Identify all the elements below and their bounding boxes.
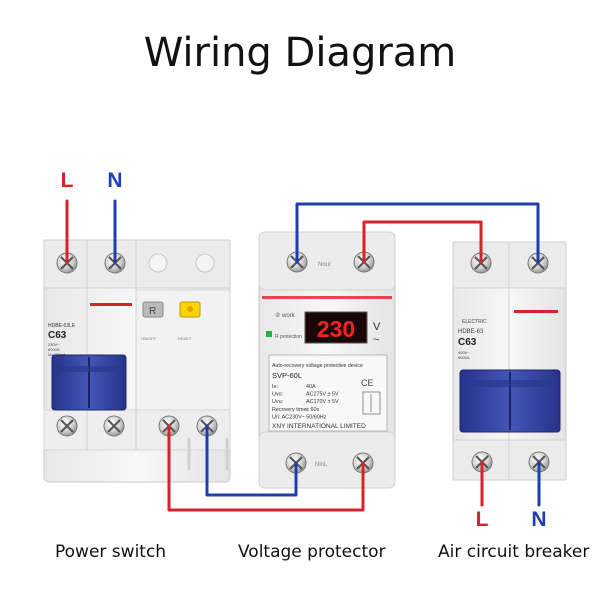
protector-maker: XNY INTERNATIONAL LIMITED [272,423,366,430]
protector-model: SVP-60L [272,371,302,380]
air-breaker-spec-2: 6000A [458,355,470,360]
test-button[interactable] [142,301,164,318]
power-switch-device: HDBE-63LE C63 230V~ 6000A IΔn 30mA R ON/… [43,239,231,483]
protector-top-label: Nout [318,262,331,268]
spec-row-3-key: Recovery time: [272,407,308,413]
protection-label: R protection [275,334,302,340]
input-neutral-label: N [107,169,122,192]
protector-bottom-label: NinL [315,462,328,468]
test-button-label: R [149,306,156,317]
protection-led [266,331,272,337]
air-breaker-brand: ELECTRIC [462,319,487,325]
power-switch-bottom-screw-1 [56,415,78,437]
wire-live-bridge [362,220,483,264]
indicator-label-1: ON/OFF [141,336,157,341]
power-switch-top-screw-aux [148,253,168,273]
spec-row-2-value: AC170V ± 5V [306,399,339,405]
wire-live-feed [167,424,365,512]
wires [65,199,541,512]
ce-mark: CE [361,378,374,388]
wire-neutral-bridge [295,202,540,264]
air-breaker-device: ELECTRIC HDBE-63 C63 400V~ 6000A [452,241,567,481]
spec-row-1-value: AC275V ± 5V [306,392,339,398]
protector-heading: Auto-recovery voltage protective device [272,363,363,369]
caption-power-switch: Power switch [55,542,167,562]
power-switch-model: HDBE-63LE [48,323,76,329]
air-breaker-rating: C63 [458,337,477,348]
diagram-title: Wiring Diagram [143,30,457,76]
wire-neutral-feed [205,424,298,497]
indicator-label-2: RESET [178,336,192,341]
spec-row-2-key: Uvu: [272,399,283,405]
power-switch-rating: C63 [48,330,67,341]
spec-row-4-key: Un: AC230V~ 50/60Hz [272,414,327,420]
air-breaker-spec-1: 400V~ [458,350,470,355]
output-neutral-label: N [531,508,546,531]
input-live-label: L [61,169,74,192]
spec-row-0-value: 40A [306,384,316,390]
spec-row-3-value: ≤ 60s [306,407,319,413]
voltage-wave: ~ [373,334,379,346]
air-breaker-model: HDBE-63 [458,329,484,335]
work-label: ② work [275,312,296,319]
voltage-unit: V [373,321,381,333]
power-switch-spec-2: 6000A [48,347,60,352]
power-switch-bottom-screw-2 [103,415,125,437]
output-live-label: L [476,508,489,531]
wiring-symbol [362,391,381,415]
voltage-display [304,311,368,344]
spec-row-1-key: Uvo: [272,392,283,398]
caption-voltage-protector: Voltage protector [238,542,386,562]
voltage-display-value: 230 [317,316,355,342]
voltage-protector-device: Nout ② work R protection 230 V ~ Auto-re… [258,231,396,489]
power-switch-spec-1: 230V~ [48,342,60,347]
spec-row-0-key: Ie: [272,384,278,390]
caption-air-breaker: Air circuit breaker [438,542,590,562]
